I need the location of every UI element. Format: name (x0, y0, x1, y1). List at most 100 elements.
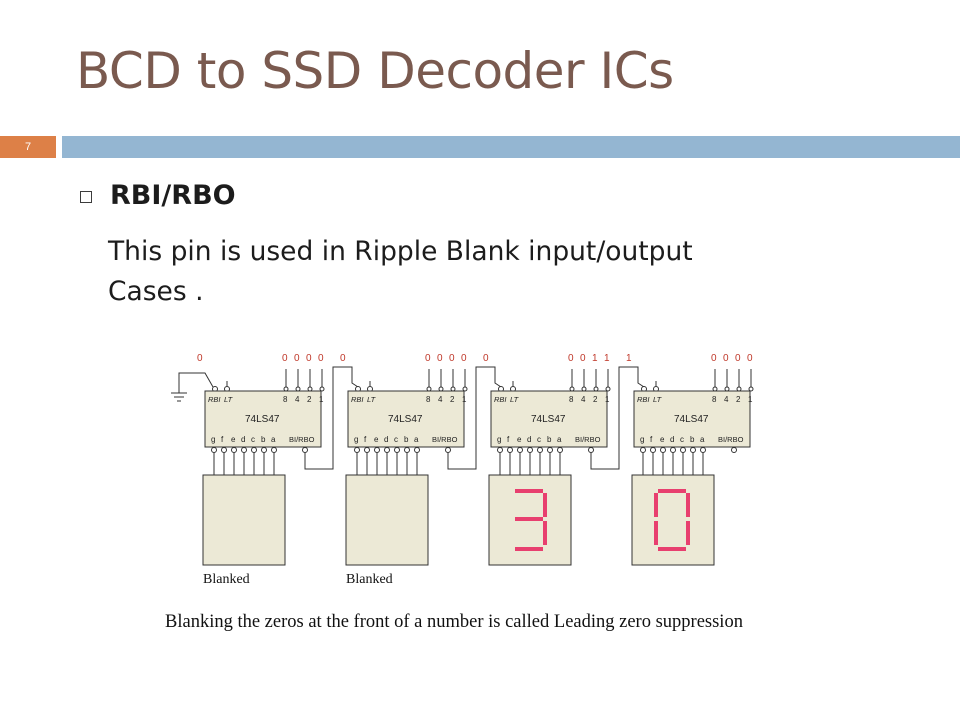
input-pin (724, 386, 730, 392)
input-pin-label: 8 (283, 395, 288, 404)
decoder-chip (347, 390, 465, 448)
body-text: This pin is used in Ripple Blank input/o… (108, 232, 868, 312)
square-bullet-icon (80, 190, 92, 203)
lit-segment-d (658, 547, 686, 551)
output-pin-label: f (650, 435, 653, 444)
chip-name: 74LS47 (674, 414, 709, 425)
output-pin (660, 447, 666, 453)
slide-number: 7 (0, 136, 56, 158)
rbi-pin-label: RBI (208, 395, 221, 404)
ripple-blank-wire (590, 366, 645, 470)
input-pin (569, 386, 575, 392)
output-pin-label: e (231, 435, 236, 444)
lit-segment-c (543, 521, 547, 545)
chip-name: 74LS47 (388, 414, 423, 425)
rbi-pin-label: RBI (494, 395, 507, 404)
diagram-caption: Blanking the zeros at the front of a num… (165, 612, 743, 632)
input-pin-label: 1 (605, 395, 610, 404)
decoder-chip (204, 390, 322, 448)
rbo-pin-label: BI/RBO (432, 435, 458, 444)
lt-pin-label: LT (367, 395, 377, 404)
bcd-value-label: 0 (711, 353, 717, 364)
rbo-pin-label: BI/RBO (289, 435, 315, 444)
lit-segment-f (654, 493, 658, 517)
lit-segment-d (515, 547, 543, 551)
output-pin (414, 447, 420, 453)
input-pin (307, 386, 313, 392)
input-pin (283, 386, 289, 392)
output-pin-label: c (394, 435, 398, 444)
bullet-item: RBI/RBO (80, 180, 236, 211)
output-pin (497, 447, 503, 453)
bcd-value-label: 0 (449, 353, 455, 364)
input-pin-label: 4 (295, 395, 300, 404)
output-pin (404, 447, 410, 453)
rbo-pin-label: BI/RBO (718, 435, 744, 444)
input-pin-label: 1 (748, 395, 753, 404)
seven-segment-display (631, 474, 715, 566)
output-pin (271, 447, 277, 453)
output-pin-label: f (507, 435, 510, 444)
output-pin-label: a (557, 435, 562, 444)
lt-pin-label: LT (510, 395, 520, 404)
output-pin-label: d (527, 435, 531, 444)
output-pin (364, 447, 370, 453)
input-pin (438, 386, 444, 392)
output-pin (261, 447, 267, 453)
rbo-pin (731, 447, 737, 453)
input-pin-label: 8 (569, 395, 574, 404)
output-pin (384, 447, 390, 453)
input-pin (712, 386, 718, 392)
input-pin-label: 4 (581, 395, 586, 404)
decoder-chip (490, 390, 608, 448)
input-pin (295, 386, 301, 392)
output-pin-label: a (271, 435, 276, 444)
bcd-value-label: 0 (461, 353, 467, 364)
output-pin-label: b (547, 435, 552, 444)
output-pin-label: e (517, 435, 522, 444)
rbi-value-label: 0 (197, 353, 203, 364)
output-pin-label: g (354, 435, 358, 444)
output-pin (507, 447, 513, 453)
output-pin (640, 447, 646, 453)
rbi-value-label: 1 (626, 353, 632, 364)
input-pin-label: 1 (319, 395, 324, 404)
input-pin (593, 386, 599, 392)
seven-segment-display (345, 474, 429, 566)
output-pin-label: f (364, 435, 367, 444)
output-pin (670, 447, 676, 453)
output-pin-label: g (211, 435, 215, 444)
output-pin-label: d (241, 435, 245, 444)
output-pin-label: d (670, 435, 674, 444)
output-pin (700, 447, 706, 453)
input-pin (581, 386, 587, 392)
bcd-value-label: 0 (723, 353, 729, 364)
input-pin-label: 4 (724, 395, 729, 404)
bcd-value-label: 0 (747, 353, 753, 364)
input-pin (319, 386, 325, 392)
bcd-value-label: 1 (592, 353, 598, 364)
output-pin-label: c (537, 435, 541, 444)
bcd-value-label: 0 (294, 353, 300, 364)
lit-segment-c (686, 521, 690, 545)
output-pin-label: g (640, 435, 644, 444)
output-pin (537, 447, 543, 453)
output-pin-label: a (700, 435, 705, 444)
chip-name: 74LS47 (245, 414, 280, 425)
bcd-value-label: 0 (425, 353, 431, 364)
input-pin-label: 8 (426, 395, 431, 404)
bcd-value-label: 0 (282, 353, 288, 364)
bcd-value-label: 1 (604, 353, 610, 364)
output-pin-label: f (221, 435, 224, 444)
output-pin (547, 447, 553, 453)
input-pin (450, 386, 456, 392)
display-caption: Blanked (346, 572, 393, 587)
bcd-value-label: 0 (306, 353, 312, 364)
output-pin-label: d (384, 435, 388, 444)
lit-segment-a (658, 489, 686, 493)
input-pin-label: 2 (593, 395, 598, 404)
bcd-value-label: 0 (437, 353, 443, 364)
body-line-1: This pin is used in Ripple Blank input/o… (108, 236, 693, 267)
output-pin (211, 447, 217, 453)
output-pin (374, 447, 380, 453)
